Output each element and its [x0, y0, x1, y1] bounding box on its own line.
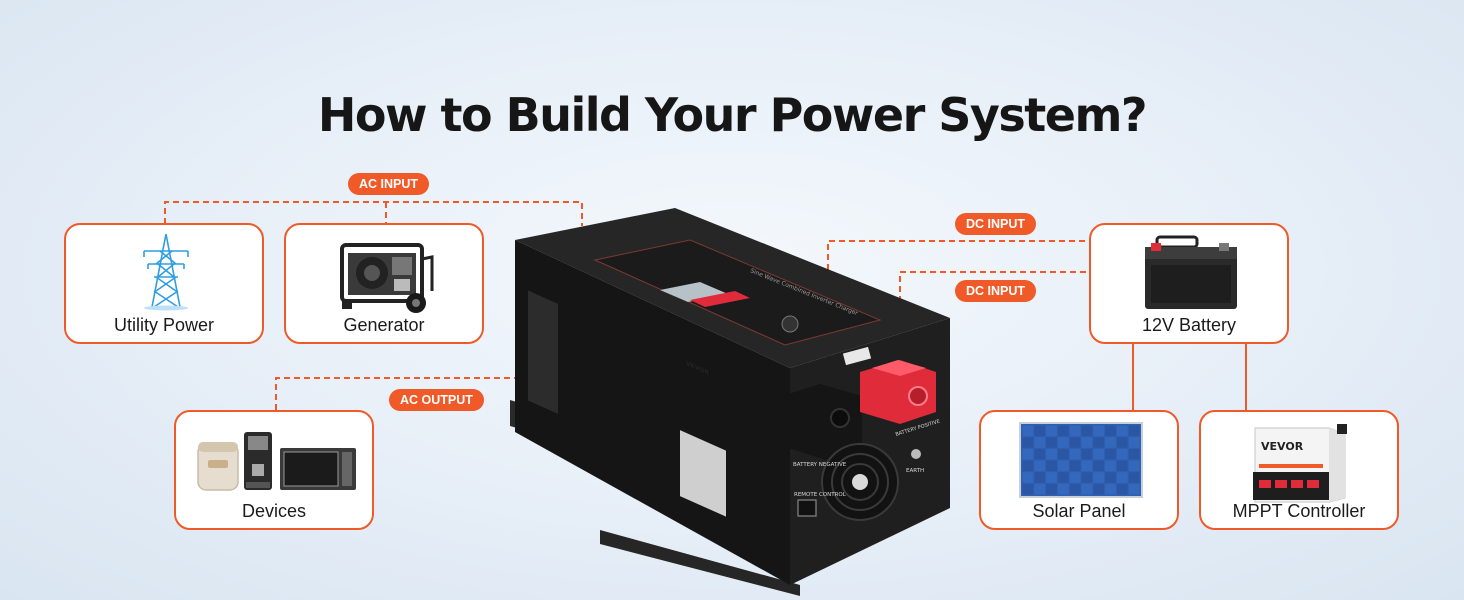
remote-port: [797, 499, 817, 517]
solar-panel-icon: [1019, 422, 1143, 498]
solar-cell: [1034, 472, 1045, 483]
solar-cell: [1081, 472, 1093, 483]
dc-input-label-top: DC INPUT: [955, 213, 1037, 235]
solar-cell: [1093, 460, 1104, 472]
solar-cell: [1069, 448, 1081, 460]
solar-cell: [1093, 437, 1104, 448]
battery-card: 12V Battery: [1089, 223, 1289, 344]
devices-card: Devices: [174, 410, 374, 530]
solar-cell: [1081, 437, 1093, 448]
appliances-icon: [197, 432, 356, 491]
solar-cell: [1093, 425, 1104, 437]
solar-cell: [1069, 460, 1081, 472]
solar-cell: [1069, 437, 1081, 448]
solar-panel-label: Solar Panel: [1032, 501, 1126, 521]
solar-cell: [1022, 425, 1034, 437]
generator-icon: [340, 243, 434, 313]
solar-cell: [1046, 437, 1057, 448]
solar-cell: [1105, 448, 1116, 460]
solar-cell: [1058, 460, 1069, 472]
negative-terminal: [782, 384, 862, 460]
solar-cell: [1058, 483, 1069, 495]
solar-cell: [1117, 425, 1128, 437]
earth-text: EARTH: [906, 468, 924, 474]
solar-cell: [1081, 460, 1093, 472]
ac-input-wire: [164, 201, 583, 226]
solar-cell: [1046, 448, 1057, 460]
solar-cell: [1046, 425, 1057, 437]
solar-cell: [1081, 448, 1093, 460]
solar-cell: [1093, 472, 1104, 483]
solar-cell: [1058, 472, 1069, 483]
solar-cell: [1128, 425, 1140, 437]
solar-cell: [1105, 472, 1116, 483]
solar-cell: [1069, 472, 1081, 483]
inverter-charger-unit: VEVOR Sine Wave Combined Inverter Charge…: [510, 208, 950, 596]
solar-cell: [1034, 448, 1045, 460]
solar-cell: [1022, 472, 1034, 483]
mppt-brand-text: VEVOR: [1261, 440, 1304, 453]
solar-cell: [1105, 437, 1116, 448]
battery-label: 12V Battery: [1141, 315, 1237, 335]
generator-card: Generator: [284, 223, 484, 344]
page-title: How to Build Your Power System?: [317, 88, 1148, 142]
ac-output-label: AC OUTPUT: [389, 389, 484, 411]
solar-cell: [1128, 448, 1140, 460]
mppt-controller-label: MPPT Controller: [1232, 501, 1366, 521]
solar-cell: [1046, 472, 1057, 483]
solar-cell: [1069, 483, 1081, 495]
mppt-controller-card: VEVOR MPPT Controller: [1199, 410, 1399, 530]
ac-input-label: AC INPUT: [348, 173, 430, 195]
solar-cell: [1081, 483, 1093, 495]
solar-cell: [1022, 460, 1034, 472]
ac-output-wire: [275, 377, 520, 410]
solar-cell: [1105, 425, 1116, 437]
solar-cell: [1117, 472, 1128, 483]
solar-cell: [1058, 425, 1069, 437]
solar-cell: [1093, 483, 1104, 495]
solar-cell: [1128, 472, 1140, 483]
utility-power-label: Utility Power: [113, 315, 215, 335]
solar-cell: [1034, 460, 1045, 472]
battery-negative-text: BATTERY NEGATIVE: [793, 462, 847, 468]
solar-cell: [1117, 483, 1128, 495]
solar-cell: [1022, 448, 1034, 460]
solar-cell: [1022, 483, 1034, 495]
solar-cell: [1128, 483, 1140, 495]
battery-icon: [1145, 235, 1237, 309]
solar-cell: [1128, 437, 1140, 448]
solar-cell: [1117, 460, 1128, 472]
solar-cell: [1105, 483, 1116, 495]
positive-terminal: [860, 360, 936, 424]
devices-label: Devices: [241, 501, 307, 521]
remote-control-text: REMOTE CONTROL: [794, 492, 847, 498]
solar-cell: [1058, 437, 1069, 448]
solar-cell: [1081, 425, 1093, 437]
generator-label: Generator: [343, 315, 425, 335]
solar-cell: [1034, 425, 1045, 437]
power-tower-icon: [143, 233, 189, 311]
solar-cell: [1034, 483, 1045, 495]
solar-cell: [1069, 425, 1081, 437]
dc-input-label-bottom: DC INPUT: [955, 280, 1037, 302]
solar-cell: [1022, 437, 1034, 448]
solar-cell: [1046, 483, 1057, 495]
utility-power-card: Utility Power: [64, 223, 264, 344]
solar-cell: [1058, 448, 1069, 460]
solar-cell: [1046, 460, 1057, 472]
solar-cell: [1034, 437, 1045, 448]
solar-cell: [1117, 448, 1128, 460]
solar-cell: [1105, 460, 1116, 472]
solar-cell: [1117, 437, 1128, 448]
mppt-controller-icon: VEVOR: [1253, 424, 1347, 503]
solar-cell: [1128, 460, 1140, 472]
solar-cell: [1093, 448, 1104, 460]
solar-panel-card: Solar Panel: [979, 410, 1179, 530]
